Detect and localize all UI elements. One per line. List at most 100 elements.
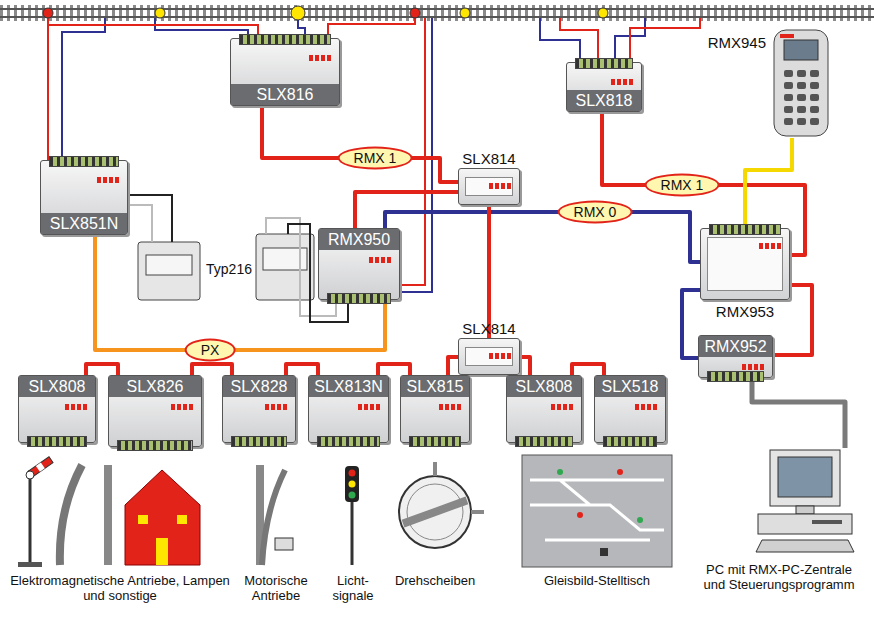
part-label: Typ216 (203, 262, 255, 277)
decoder-module: SLX808 (18, 375, 96, 443)
computer-drawing (752, 448, 856, 556)
semaphore-signal (18, 562, 42, 567)
logo-mark (551, 404, 573, 410)
label-band: SLX813N (309, 376, 388, 397)
turntable (399, 462, 484, 548)
light-signal (349, 481, 356, 488)
transformer (138, 242, 200, 300)
light-signal (345, 466, 359, 565)
rail-insulators (43, 6, 608, 20)
bus-label: RMX 0 (558, 201, 633, 224)
monitor (770, 450, 840, 506)
transformer-wires (128, 205, 152, 242)
terminal-strip (327, 293, 391, 304)
track (0, 16, 874, 18)
house (177, 515, 187, 524)
bus-cable (192, 364, 232, 375)
transformer (256, 234, 314, 300)
stand (796, 506, 814, 514)
key (810, 94, 819, 101)
screen (778, 457, 832, 497)
track-panel (617, 469, 623, 475)
module-name: SLX815 (407, 378, 464, 395)
label-band: SLX828 (223, 376, 295, 397)
module-name: SLX851N (50, 215, 119, 232)
label-band: SLX816 (231, 84, 339, 105)
label-band: RMX950 (319, 229, 399, 250)
logo-mark (759, 243, 781, 249)
base-unit (758, 514, 852, 534)
terminal-strip (409, 436, 461, 447)
decoder-module: SLX826 (108, 375, 202, 447)
terminal-strip (603, 436, 657, 447)
computer: PC mit RMX-PC-Zentrale und Steuerungspro… (752, 448, 856, 556)
module-name: RMX950 (328, 231, 390, 248)
device-name: SLX814 (462, 320, 515, 337)
track-panel (577, 512, 583, 518)
track-wires (630, 18, 700, 62)
module-name: SLX808 (29, 378, 86, 395)
track (0, 8, 874, 10)
bus-cable (378, 364, 410, 375)
track-wires (47, 18, 49, 160)
decoder-module: SLX828 (222, 375, 296, 443)
track (0, 5, 874, 21)
device-name: SLX814 (462, 150, 515, 167)
caption: Gleisbild-Stelltisch (522, 573, 672, 588)
logo-mark (265, 404, 287, 410)
key (784, 118, 793, 125)
track-panel (637, 517, 643, 523)
bus-cable (752, 378, 845, 448)
light-signal (349, 470, 356, 477)
key (797, 82, 806, 89)
light-signal (345, 466, 359, 502)
logo-mark (635, 404, 657, 410)
decoder-module: SLX818 (566, 62, 642, 112)
label-band: SLX851N (41, 213, 127, 234)
track-panel (530, 480, 664, 540)
track-wires (62, 18, 105, 160)
turnout (104, 465, 112, 565)
module-name: SLX826 (127, 378, 184, 395)
semaphore-signal (26, 471, 34, 479)
track-wires (328, 18, 415, 38)
label-band: SLX826 (109, 376, 201, 397)
key (784, 94, 793, 101)
terminal-strip (575, 58, 633, 69)
bus-label: RMX 1 (645, 174, 720, 197)
device-name: PC mit RMX-PC-Zentrale und Steuerungspro… (694, 562, 864, 592)
motor-turnout (262, 470, 285, 565)
decoder-module: SLX518 (594, 375, 666, 443)
bus-cable (572, 364, 604, 375)
logo-mark (97, 177, 119, 183)
module-name: RMX952 (704, 338, 766, 355)
bus-distributor: SLX814 (458, 338, 520, 375)
rail-insulators (410, 8, 420, 18)
housing (774, 30, 828, 136)
rail-insulators (291, 6, 305, 20)
decoder-module: SLX815 (400, 375, 470, 443)
logo-mark (611, 79, 633, 85)
device-name: RMX953 (716, 303, 774, 320)
transformer-wires (128, 195, 348, 322)
transformer-wires (128, 195, 172, 242)
module-name: SLX816 (257, 86, 314, 103)
key (797, 106, 806, 113)
bus-distributor: SLX814 (458, 168, 520, 205)
bus-label: RMX 1 (338, 147, 413, 170)
terminal-strip (707, 371, 764, 382)
caption: Drehscheiben (385, 573, 485, 588)
rail-insulators (598, 8, 608, 18)
key (810, 118, 819, 125)
display (784, 40, 818, 60)
light-signal (349, 492, 356, 499)
bus-cable (448, 357, 458, 375)
track-wires (560, 18, 598, 62)
label-band: SLX808 (19, 376, 95, 397)
decoder-module: SLX813N (308, 375, 389, 443)
logo-mark (65, 404, 87, 410)
semaphore-signal (36, 463, 45, 472)
terminal-strip (709, 224, 781, 235)
key (784, 70, 793, 77)
